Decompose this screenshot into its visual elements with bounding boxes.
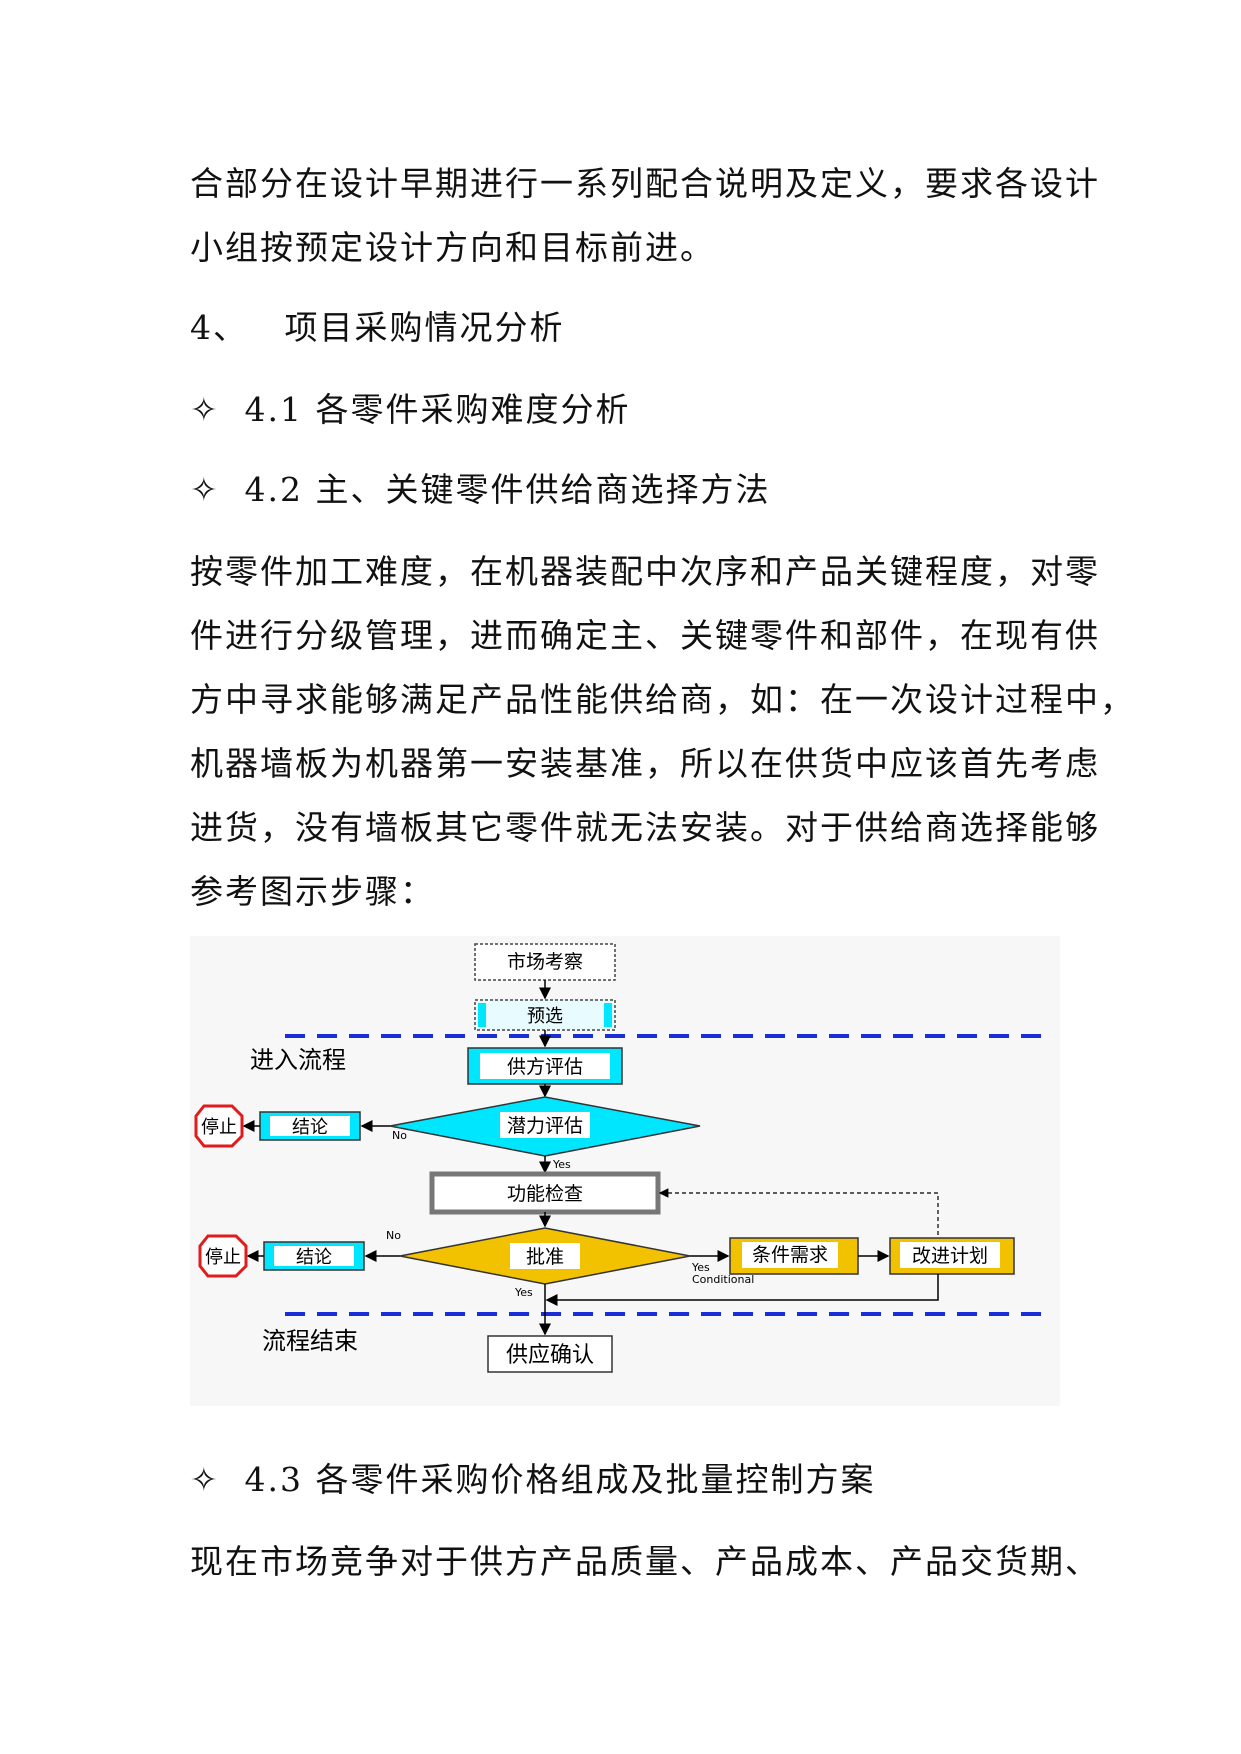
section-number: 4、 [190,308,248,347]
market-survey-label: 市场考察 [507,951,583,973]
potential-evaluation-label: 潜力评估 [507,1115,583,1137]
stop-label: 停止 [205,1247,241,1268]
diamond-bullet-icon: ✧ [190,390,220,429]
supplier-selection-flowchart: 市场考察 预选 进入流程 供方评估 潜力评估 No Yes 结论 停止 功能检查… [190,936,1060,1406]
yes-label: Yes [514,1286,533,1299]
supply-confirmation-box [487,1335,613,1373]
stop-octagon-icon [194,1104,244,1148]
section-heading: 4、 项目采购情况分析 [190,308,565,348]
subsection-heading: ✧ 4.3 各零件采购价格组成及批量控制方案 [190,1460,875,1500]
preselect-label: 预选 [527,1006,563,1027]
stop-octagon-icon [198,1234,248,1278]
process-end-label: 流程结束 [262,1327,358,1355]
function-check-label: 功能检查 [507,1183,583,1205]
paragraph-line: 机器墙板为机器第一安装基准，所以在供货中应该首先考虑 [190,744,1100,783]
subsection-title: 4.3 各零件采购价格组成及批量控制方案 [244,1460,876,1499]
paragraph-line: 方中寻求能够满足产品性能供给商，如：在一次设计过程中， [190,680,1135,719]
paragraph-line: 参考图示步骤： [190,872,435,911]
paragraph-line: 现在市场竞争对于供方产品质量、产品成本、产品交货期、 [190,1542,1100,1581]
paragraph-line: 进货，没有墙板其它零件就无法安装。对于供给商选择能够 [190,808,1100,847]
paragraph-line: 按零件加工难度，在机器装配中次序和产品关键程度，对零 [190,552,1100,591]
subsection-heading: ✧ 4.2 主、关键零件供给商选择方法 [190,470,770,510]
no-label: No [386,1229,401,1242]
text-line: 合部分在设计早期进行一系列配合说明及定义，要求各设计 [190,164,1100,203]
supply-confirmation-label: 供应确认 [506,1343,594,1368]
entry-process-label: 进入流程 [250,1046,346,1074]
text-line: 小组按预定设计方向和目标前进。 [190,228,715,267]
market-survey-box [474,943,616,981]
conclusion-label: 结论 [296,1247,332,1268]
diamond-bullet-icon: ✧ [190,470,220,509]
section-title: 项目采购情况分析 [284,308,565,347]
diamond-bullet-icon: ✧ [190,1460,220,1499]
subsection-title: 4.1 各零件采购难度分析 [244,390,631,429]
stop-label: 停止 [201,1117,237,1138]
subsection-heading: ✧ 4.1 各零件采购难度分析 [190,390,630,430]
supplier-evaluation-label: 供方评估 [507,1056,583,1078]
conclusion-label: 结论 [292,1117,328,1138]
no-label: No [392,1129,407,1142]
paragraph-line: 件进行分级管理，进而确定主、关键零件和部件，在现有供 [190,616,1100,655]
approve-label: 批准 [526,1246,564,1268]
subsection-title: 4.2 主、关键零件供给商选择方法 [244,470,771,509]
preselect-box [474,999,616,1031]
condition-requirement-label: 条件需求 [752,1244,828,1266]
improvement-plan-label: 改进计划 [912,1245,988,1267]
yes-label: Yes [552,1158,571,1171]
function-check-box [429,1171,661,1215]
